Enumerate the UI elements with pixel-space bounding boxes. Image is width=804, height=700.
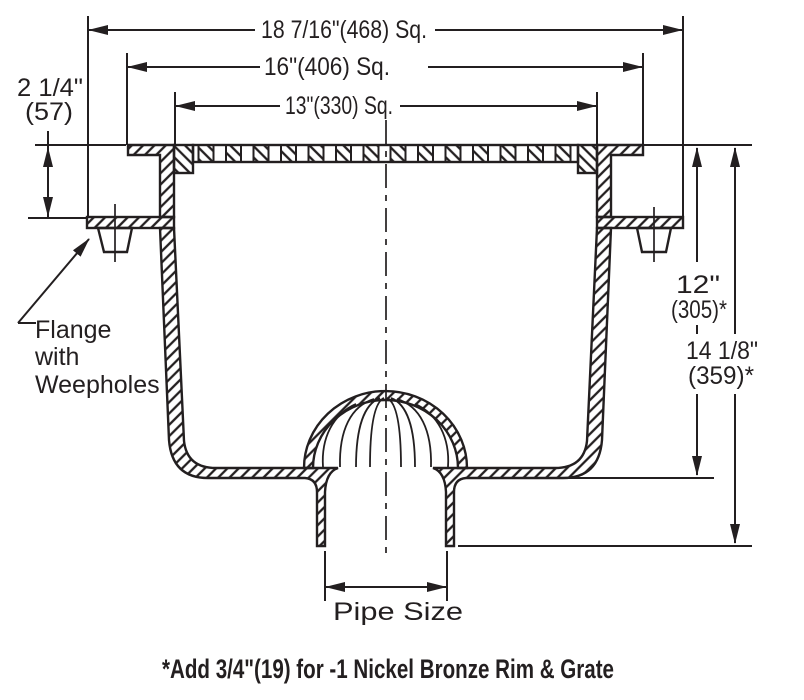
dimension-rim-square: [126, 53, 644, 145]
overall-depth-inches-label: 14 1/8": [686, 337, 758, 365]
drain-body: [85, 143, 685, 548]
dome-strainer-ribs: [321, 397, 450, 468]
grate-band: [191, 143, 580, 164]
left-grate-seat: [172, 143, 195, 175]
rim-height-inches-label: 2 1/4": [17, 74, 83, 102]
rim-height-mm-label: (57): [25, 98, 73, 126]
right-flange: [595, 215, 685, 230]
right-grate-seat: [576, 143, 599, 175]
pipe-size-label: Pipe Size: [333, 598, 463, 626]
overall-depth-mm-label: (359)*: [688, 362, 754, 390]
grate-square-label: 13"(330) Sq.: [285, 92, 393, 120]
dimension-text: 18 7/16"(468) Sq. 16"(406) Sq. 13"(330) …: [17, 16, 758, 626]
right-weephole: [635, 226, 673, 254]
left-body-section: [158, 226, 339, 548]
text-backgrounds: [668, 268, 765, 394]
flange-label-line3: Weepholes: [35, 371, 160, 399]
right-rim-section: [595, 143, 645, 219]
dimension-lines: [17, 16, 752, 601]
flange-leader-line: [17, 238, 90, 324]
body-depth-mm-label: (305)*: [671, 296, 727, 324]
left-flange: [85, 215, 176, 230]
dimension-pipe-size: [324, 551, 448, 601]
centerlines: [114, 120, 655, 560]
rim-square-label: 16"(406) Sq.: [264, 53, 390, 81]
left-rim-section: [126, 143, 176, 219]
right-body-section: [432, 226, 613, 548]
footnote: *Add 3/4"(19) for -1 Nickel Bronze Rim &…: [162, 654, 614, 684]
flange-label-line2: with: [34, 343, 79, 371]
flange-callout: Flange with Weepholes: [34, 316, 160, 399]
left-weephole: [96, 226, 134, 254]
body-depth-inches-label: 12": [676, 271, 720, 299]
overall-square-label: 18 7/16"(468) Sq.: [261, 16, 427, 44]
grate-bars: [197, 144, 572, 163]
dimension-rim-height: [28, 131, 126, 219]
dimension-overall-square: [87, 16, 684, 217]
dimension-grate-square: [174, 92, 598, 145]
flange-label-line1: Flange: [35, 316, 111, 344]
